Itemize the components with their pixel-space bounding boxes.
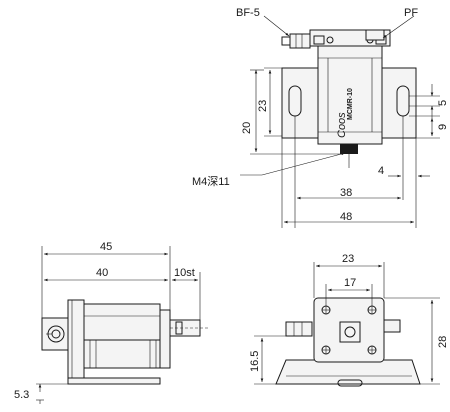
bottom-mount bbox=[67, 377, 161, 385]
dim-bottom-offset: 5.3 bbox=[14, 389, 29, 401]
callout-m4: M4深11 bbox=[192, 175, 230, 188]
callout-pf: PF bbox=[404, 7, 418, 19]
end-fitting-left bbox=[285, 321, 313, 337]
front-cap bbox=[159, 309, 171, 369]
side-view bbox=[36, 246, 210, 404]
top-view: MCMR-10 Coos bbox=[240, 15, 440, 228]
fitting-pf bbox=[365, 29, 385, 41]
dim-width-total: 48 bbox=[340, 211, 352, 223]
dim-height-inner: 23 bbox=[257, 100, 269, 112]
model-marking: MCMR-10 bbox=[347, 88, 354, 120]
dim-hole-pitch: 38 bbox=[340, 187, 352, 199]
dim-edge-offset: 4 bbox=[378, 165, 384, 177]
callout-bf5: BF-5 bbox=[236, 7, 260, 19]
end-rod bbox=[339, 321, 361, 343]
dim-height-total: 20 bbox=[241, 122, 253, 134]
slide-rail bbox=[83, 339, 161, 369]
dim-end-hole-pitch: 17 bbox=[344, 277, 356, 289]
dim-overall-length: 45 bbox=[100, 241, 112, 253]
dim-body-length: 40 bbox=[96, 267, 108, 279]
brand-marking: Coos bbox=[336, 112, 348, 138]
fitting-bf5 bbox=[281, 33, 311, 49]
piston-rod bbox=[340, 144, 358, 154]
end-base bbox=[275, 359, 421, 385]
end-view bbox=[254, 262, 440, 387]
dim-stroke: 10st bbox=[174, 267, 195, 279]
dim-overall-height: 28 bbox=[437, 336, 449, 348]
end-fitting-right bbox=[383, 319, 401, 333]
rear-cap bbox=[67, 299, 85, 379]
dim-flange-width: 23 bbox=[342, 253, 354, 265]
dim-slot-lower: 9 bbox=[437, 124, 449, 130]
dim-mount-height: 16.5 bbox=[249, 351, 261, 372]
dim-slot-upper: 5 bbox=[437, 100, 449, 106]
